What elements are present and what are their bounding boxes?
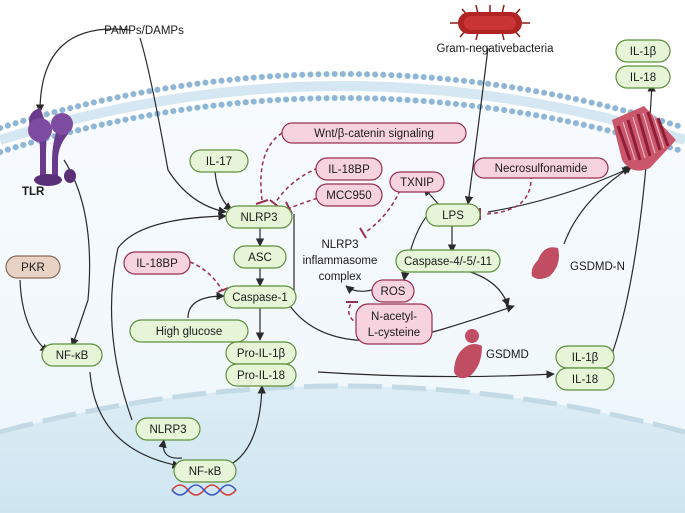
- il18-mid-box: IL-18: [555, 367, 615, 391]
- nlrp3-bottom-label: NLRP3: [149, 424, 186, 436]
- il1b-mid-box: IL-1β: [555, 345, 615, 369]
- necrosulfonamide-label: Necrosulfonamide: [495, 163, 588, 175]
- free-labels: PAMPs/DAMPs Gram-negativebacteria TLR NL…: [22, 25, 625, 361]
- il17-box: IL-17: [189, 149, 249, 173]
- nac-box: N-acetyl- L-cysteine: [355, 303, 433, 345]
- high-glucose-label: High glucose: [156, 326, 222, 338]
- necrosulfonamide-box: Necrosulfonamide: [473, 157, 609, 179]
- nuclear-envelope: [0, 383, 685, 435]
- gsdmd-n-protein-icon: [531, 247, 559, 279]
- cell-membrane: [0, 71, 685, 155]
- ros-label: ROS: [381, 286, 406, 298]
- gsdmd-n-label: GSDMD-N: [570, 261, 625, 273]
- pro-il1b-box: Pro-IL-1β: [225, 341, 297, 365]
- tlr-receptor-icon: [28, 108, 76, 186]
- pro-il1b-label: Pro-IL-1β: [237, 348, 286, 360]
- caspase4511-label: Caspase-4/-5/-11: [404, 256, 492, 268]
- inflammasome-line3: complex: [319, 271, 362, 283]
- lps-box: LPS: [425, 203, 481, 227]
- inflammasome-line1: NLRP3: [321, 239, 358, 251]
- pkr-box: PKR: [5, 255, 61, 279]
- gsdmd-protein-icon: [454, 329, 482, 379]
- inflammasome-line2: inflammasome: [303, 255, 378, 267]
- caspase1-box: Caspase-1: [223, 285, 297, 309]
- il18bp-left-label: IL-18BP: [136, 258, 178, 270]
- pro-il18-box: Pro-IL-18: [225, 363, 297, 387]
- nlrp3-box: NLRP3: [225, 205, 293, 229]
- il18bp-left-box: IL-18BP: [123, 251, 191, 275]
- nac-line2: L-cysteine: [368, 327, 420, 339]
- nfkb-bottom-box: NF-κB: [173, 459, 237, 483]
- txnip-label: TXNIP: [400, 177, 434, 189]
- mcc950-box: MCC950: [315, 183, 383, 207]
- gasdermin-pore-icon: [612, 106, 676, 171]
- caspase1-label: Caspase-1: [232, 292, 288, 304]
- il17-label: IL-17: [206, 156, 232, 168]
- ros-box: ROS: [371, 279, 415, 303]
- node-boxes: IL-1β IL-18 Wnt/β-catenin signaling IL-1…: [5, 39, 671, 483]
- il18bp-top-box: IL-18BP: [315, 157, 383, 181]
- mcc950-label: MCC950: [326, 190, 371, 202]
- bacterium-icon: [450, 4, 530, 41]
- dna-icon: [171, 484, 237, 496]
- wnt-label: Wnt/β-catenin signaling: [314, 128, 434, 140]
- asc-box: ASC: [233, 245, 287, 269]
- il18-top-box: IL-18: [615, 65, 671, 89]
- caspase4511-box: Caspase-4/-5/-11: [395, 249, 501, 273]
- asc-label: ASC: [248, 252, 272, 264]
- pro-il18-label: Pro-IL-18: [237, 370, 285, 382]
- il18-mid-label: IL-18: [572, 374, 598, 386]
- gsdmd-label: GSDMD: [486, 349, 529, 361]
- il18bp-top-label: IL-18BP: [328, 164, 370, 176]
- pamps-label: PAMPs/DAMPs: [104, 25, 184, 37]
- nlrp3-label: NLRP3: [240, 212, 277, 224]
- high-glucose-box: High glucose: [129, 319, 249, 343]
- nac-line1: N-acetyl-: [371, 311, 417, 323]
- il1b-top-label: IL-1β: [630, 46, 657, 58]
- txnip-box: TXNIP: [389, 171, 445, 193]
- gram-neg-label: Gram-negativebacteria: [437, 43, 555, 55]
- wnt-box: Wnt/β-catenin signaling: [281, 122, 467, 144]
- nlrp3-bottom-box: NLRP3: [135, 417, 201, 441]
- nfkb-left-label: NF-κB: [56, 350, 89, 362]
- il1b-top-box: IL-1β: [615, 39, 671, 63]
- nfkb-bottom-label: NF-κB: [189, 466, 222, 478]
- tlr-label: TLR: [22, 186, 45, 198]
- pkr-label: PKR: [21, 262, 45, 274]
- lps-label: LPS: [442, 210, 464, 222]
- nfkb-left-box: NF-κB: [41, 343, 103, 367]
- il1b-mid-label: IL-1β: [572, 352, 599, 364]
- il18-top-label: IL-18: [630, 72, 656, 84]
